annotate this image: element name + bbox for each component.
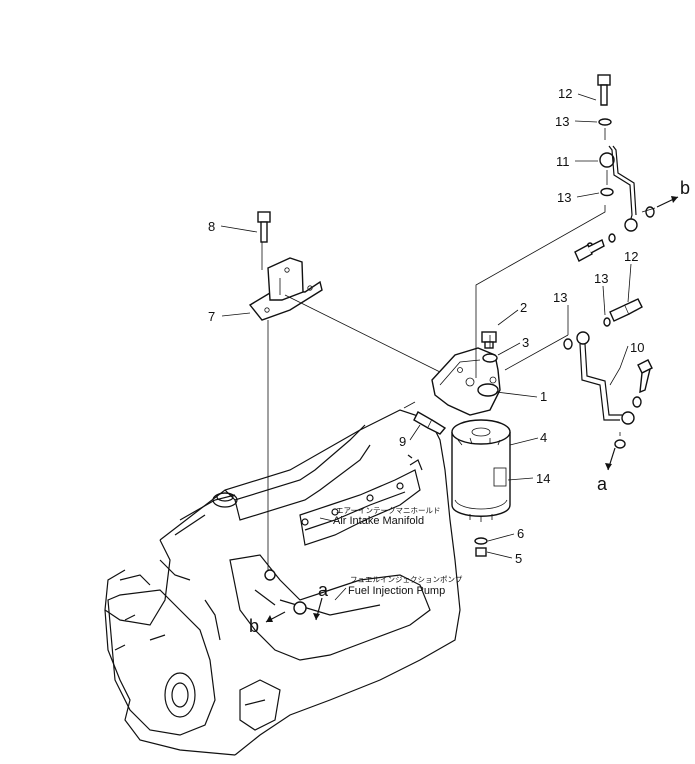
engine-block — [104, 409, 461, 756]
fuel-pump-label-en: Fuel Injection Pump — [348, 585, 445, 597]
washer-3 — [482, 353, 498, 363]
bolt-9 — [413, 411, 447, 435]
washer-6 — [474, 537, 488, 545]
drain-plug-5 — [474, 537, 488, 557]
callout-5: 5 — [515, 551, 522, 566]
air-intake-label-en: Air Intake Manifold — [333, 515, 424, 527]
pipe-11 — [599, 145, 638, 232]
callout-9: 9 — [399, 434, 406, 449]
assembly-lines — [261, 128, 656, 575]
washer-13-second — [600, 187, 614, 197]
bolt-12-top — [597, 74, 611, 106]
callout-2: 2 — [520, 300, 527, 315]
fuel-filter-4 — [451, 419, 511, 522]
connection-a-left: a — [318, 580, 329, 600]
air-intake-label-jp: エアーインテークマニホールド — [336, 506, 441, 515]
callout-14: 14 — [536, 471, 550, 486]
callout-13-a: 13 — [555, 114, 569, 129]
arrow-b-right — [656, 196, 679, 208]
callout-13-d: 13 — [594, 271, 608, 286]
connection-b-left: b — [249, 616, 259, 636]
leader-lines — [220, 93, 632, 601]
callout-6: 6 — [517, 526, 524, 541]
callout-7: 7 — [208, 309, 215, 324]
plug-2 — [481, 331, 497, 349]
bracket-7 — [248, 257, 323, 321]
washer-13-top — [598, 118, 612, 126]
callout-8: 8 — [208, 219, 215, 234]
pipe-10 — [576, 331, 635, 425]
callout-11: 11 — [556, 154, 570, 169]
connection-b-right: b — [680, 178, 690, 198]
callout-13-b: 13 — [557, 190, 571, 205]
callout-4: 4 — [540, 430, 547, 445]
arrow-a-left — [313, 597, 323, 621]
callout-1: 1 — [540, 389, 547, 404]
label-14 — [493, 467, 507, 487]
callout-3: 3 — [522, 335, 529, 350]
arrow-b-left — [265, 611, 286, 623]
callout-10: 10 — [630, 340, 644, 355]
arrow-a-right — [605, 447, 616, 471]
bolt-8 — [257, 211, 271, 243]
bolt-12-mid — [609, 298, 643, 322]
callout-13-c: 13 — [553, 290, 567, 305]
filter-head-1 — [431, 347, 501, 416]
callout-12-top: 12 — [558, 86, 572, 101]
bolt-right-lower — [637, 359, 653, 394]
washer-13-c — [563, 338, 573, 350]
fuel-pump-label-jp: フュエルインジェクションポンプ — [350, 575, 463, 584]
callout-12-mid: 12 — [624, 249, 638, 264]
connection-a-right: a — [597, 474, 608, 494]
